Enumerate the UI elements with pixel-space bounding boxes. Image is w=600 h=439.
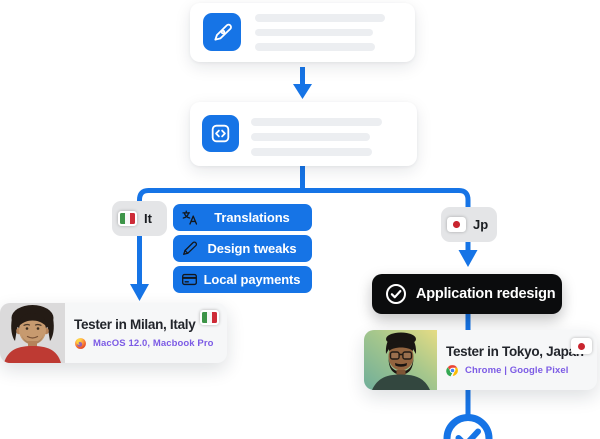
pen-icon: [203, 13, 241, 51]
task-pill-label: Application redesign: [416, 286, 556, 302]
tester-title: Tester in Milan, Italy: [74, 316, 196, 332]
task-pill-label: Design tweaks: [207, 241, 297, 256]
chrome-icon: [446, 364, 458, 376]
text-placeholder-line: [255, 14, 385, 22]
tester-card-milan: Tester in Milan, Italy MacOS 12.0, Macbo…: [0, 303, 227, 363]
text-placeholder-line: [255, 43, 375, 51]
arrowhead-step2: [293, 84, 312, 99]
text-placeholder-line: [251, 148, 372, 156]
country-badge-italy: It: [112, 201, 167, 236]
task-pill-design-tweaks: Design tweaks: [173, 235, 312, 262]
check-circle-icon: [386, 284, 406, 304]
task-pill-local-payments: Local payments: [173, 266, 312, 293]
task-pill-application-redesign: Application redesign: [372, 274, 562, 314]
country-badge-label: It: [144, 211, 152, 226]
text-placeholder-line: [251, 133, 370, 141]
japan-flag-icon: [447, 217, 466, 232]
task-pill-label: Local payments: [203, 272, 301, 287]
final-check-circle: [443, 414, 493, 439]
credit-card-icon: [182, 273, 197, 286]
firefox-icon: [75, 337, 86, 349]
japan-flag-icon: [571, 338, 592, 354]
country-badge-japan: Jp: [441, 207, 497, 242]
text-placeholder-line: [255, 28, 373, 36]
pen-icon: [183, 241, 198, 255]
branch-connector: [137, 188, 471, 206]
final-check-icon: [455, 428, 481, 439]
italy-flag-icon: [200, 310, 219, 325]
tester-photo-tokyo: [364, 330, 437, 390]
text-placeholder-line: [251, 118, 382, 126]
italy-flag-icon: [118, 211, 137, 226]
tester-device: MacOS 12.0, Macbook Pro: [93, 337, 214, 349]
task-pill-label: Translations: [214, 210, 290, 225]
code-icon: [202, 115, 239, 152]
country-badge-label: Jp: [473, 217, 489, 232]
translate-icon: [182, 210, 198, 225]
arrowhead-japan: [458, 250, 478, 267]
tester-title: Tester in Tokyo, Japan: [446, 343, 584, 359]
tester-device: Chrome | Google Pixel: [465, 364, 569, 376]
tester-card-tokyo: Tester in Tokyo, Japan Chrome | Google P…: [364, 330, 597, 390]
task-pill-translations: Translations: [173, 204, 312, 231]
step-card-design: [190, 3, 415, 62]
step-card-code: [190, 102, 417, 166]
tester-photo-milan: [0, 303, 65, 363]
arrowhead-italy: [130, 284, 149, 301]
